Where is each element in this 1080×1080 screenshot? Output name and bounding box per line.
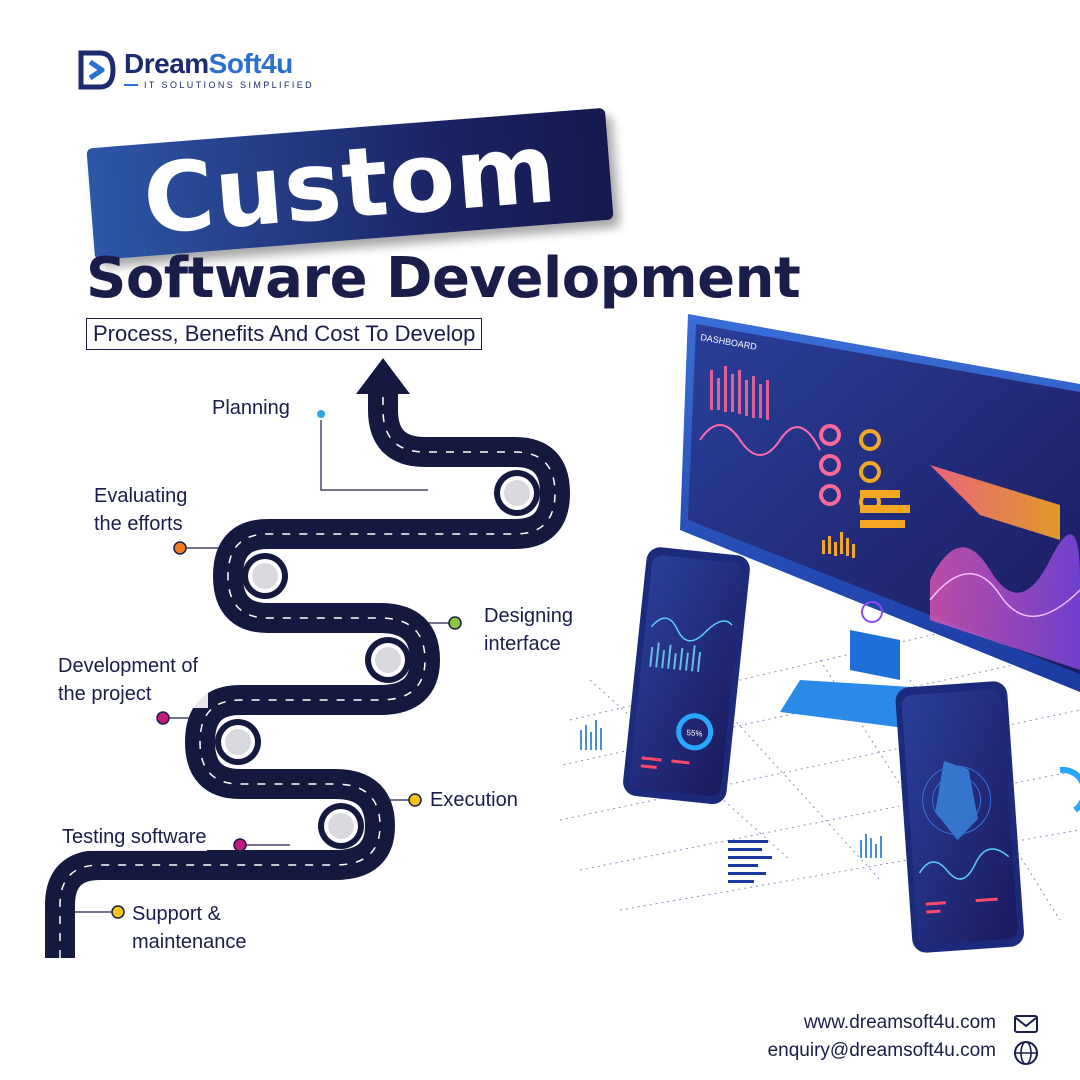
road-arrow-icon <box>356 358 410 394</box>
milestone-ring <box>318 803 364 849</box>
milestone-ring <box>365 637 411 683</box>
brand-tagline: IT SOLUTIONS SIMPLIFIED <box>124 80 314 90</box>
phone-percent: 55% <box>686 728 703 739</box>
mail-icon <box>1014 1015 1038 1033</box>
step-marker <box>156 711 170 725</box>
step-marker <box>173 541 187 555</box>
step-marker <box>408 793 422 807</box>
step-evaluating: Evaluating the efforts <box>94 482 214 538</box>
brand-name: DreamSoft4u <box>124 48 293 79</box>
step-execution: Execution <box>430 786 518 814</box>
step-testing: Testing software <box>62 823 207 851</box>
step-marker <box>111 905 125 919</box>
milestone-ring <box>494 470 540 516</box>
devices-illustration: DASHBOARD 55% <box>560 314 1080 953</box>
step-support: Support & maintenance <box>132 900 272 956</box>
step-marker <box>233 838 247 852</box>
page-subtitle: Software Development <box>86 246 801 311</box>
milestone-ring <box>215 719 261 765</box>
step-development: Development of the project <box>58 652 208 708</box>
logo-mark-icon <box>78 50 116 90</box>
step-planning: Planning <box>212 394 290 422</box>
page-tagline: Process, Benefits And Cost To Develop <box>86 318 483 350</box>
step-marker <box>448 616 462 630</box>
globe-icon <box>1014 1041 1038 1065</box>
email-link[interactable]: enquiry@dreamsoft4u.com <box>767 1040 996 1061</box>
step-designing: Designing interface <box>484 602 594 658</box>
milestone-ring <box>242 553 288 599</box>
step-marker <box>315 408 327 420</box>
brand-logo: DreamSoft4u IT SOLUTIONS SIMPLIFIED <box>78 50 314 90</box>
website-link[interactable]: www.dreamsoft4u.com <box>803 1012 996 1033</box>
